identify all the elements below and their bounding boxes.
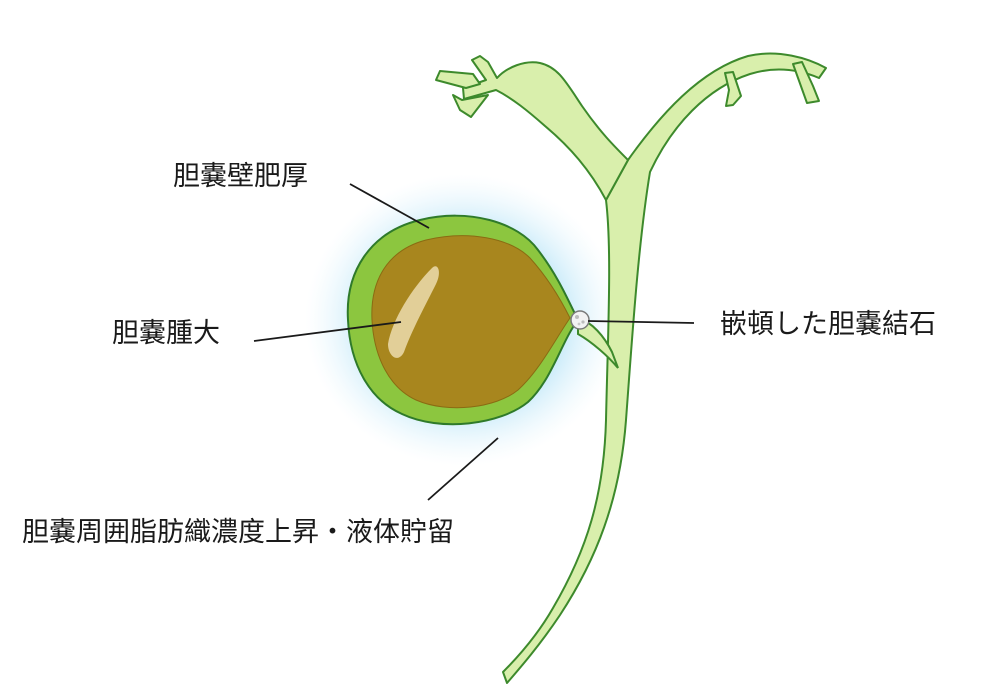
label-impacted-stone: 嵌頓した胆嚢結石 <box>720 309 936 340</box>
stone-texture-dot <box>575 315 579 319</box>
impacted-stone-icon <box>570 310 590 330</box>
gallbladder-lumen <box>371 235 571 409</box>
left-hepatic-duct <box>462 55 629 201</box>
leader-wall-thickening <box>349 183 430 229</box>
bile-duct-tree <box>435 52 827 684</box>
stone-texture-dot <box>577 322 581 326</box>
duct-branch-stub-1 <box>435 70 481 89</box>
bile-highlight <box>388 266 439 358</box>
label-pericholecystic: 胆嚢周囲脂肪織濃度上昇・液体貯留 <box>22 517 454 548</box>
label-wall-thickening: 胆嚢壁肥厚 <box>173 161 308 192</box>
duct-branch-stub-3 <box>724 71 742 107</box>
leader-impacted-stone <box>587 320 695 324</box>
leader-pericholecystic <box>427 437 499 501</box>
label-enlargement: 胆嚢腫大 <box>112 318 220 349</box>
common-bile-duct <box>502 52 827 684</box>
leader-enlargement <box>253 321 402 342</box>
duct-branch-stub-4 <box>792 61 820 104</box>
stone-texture-dot <box>581 320 585 324</box>
cystic-duct <box>577 316 619 369</box>
duct-branch-stub-2 <box>452 94 489 118</box>
